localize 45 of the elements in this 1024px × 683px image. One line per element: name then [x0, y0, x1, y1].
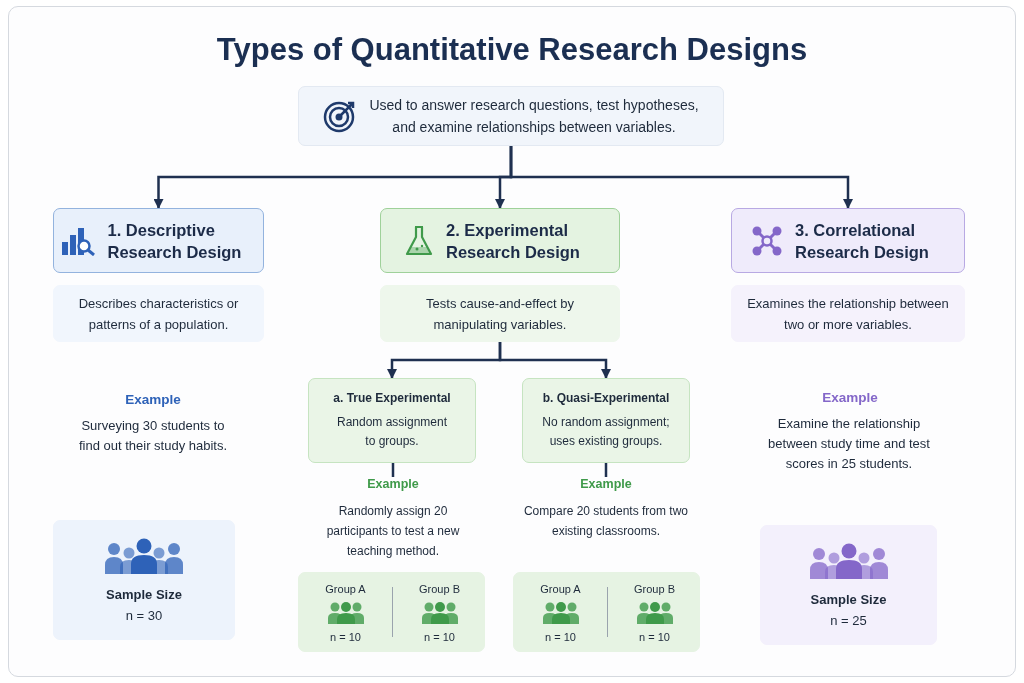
- sample-count: n = 10: [424, 631, 455, 643]
- summary-box: [298, 86, 724, 146]
- heading-text: 1. Descriptive Research Design: [107, 219, 243, 263]
- example-text: Compare 20 students from two existing classrooms.: [522, 503, 690, 540]
- connector-line: [509, 146, 853, 209]
- example-heading: Example: [821, 389, 879, 407]
- subtype-heading: a. True Experimental: [333, 390, 451, 405]
- example-heading: Example: [367, 477, 419, 491]
- description-text: Used to answer research questions, test hypotheses, and examine relationships between variables.: [369, 96, 699, 137]
- group-label: Group B: [419, 583, 460, 595]
- example-heading: Example: [124, 391, 182, 409]
- sample-size-card: [53, 520, 235, 640]
- sample-count: n = 25: [830, 613, 867, 628]
- description-text: Describes characteristics or patterns of a population.: [77, 294, 240, 334]
- description-text: Examines the relationship between two or more variables.: [746, 294, 950, 334]
- sample-count: n = 10: [330, 631, 361, 643]
- description-text: Random assignment to groups.: [335, 413, 449, 450]
- group-label: Group A: [325, 583, 366, 595]
- sample-count: n = 10: [545, 631, 576, 643]
- subtype-box: [522, 378, 690, 463]
- sample-size-card: [760, 525, 937, 645]
- subtype-box: [308, 378, 476, 463]
- heading-text: 3. Correlational Research Design: [795, 219, 930, 263]
- sample-size-label: Sample Size: [810, 592, 887, 607]
- category-box: [731, 208, 965, 273]
- description-text: No random assignment; uses existing groups.: [541, 413, 671, 450]
- heading-text: 2. Experimental Research Design: [446, 219, 581, 263]
- sample-count: n = 30: [125, 608, 163, 623]
- example-text: Examine the relationship between study time and test scores in 25 students.: [767, 415, 931, 473]
- category-box: [53, 208, 264, 273]
- group-panel: [298, 572, 485, 652]
- sample-size-label: Sample Size: [106, 587, 182, 602]
- sample-count: n = 10: [639, 631, 670, 643]
- group-label: Group B: [634, 583, 675, 595]
- subtype-heading: b. Quasi-Experimental: [542, 390, 670, 405]
- category-box: [380, 208, 620, 273]
- example-text: Surveying 30 students to find out their study habits.: [77, 417, 229, 455]
- description-text: Tests cause-and-effect by manipulating variables.: [425, 294, 575, 334]
- connector-line: [498, 342, 611, 379]
- description-box: [380, 285, 620, 342]
- example-text: Randomly assign 20 participants to test a new teaching method.: [325, 503, 461, 560]
- example-heading: Example: [580, 477, 632, 491]
- title: Types of Quantitative Research Designs: [215, 32, 809, 68]
- group-panel: [513, 572, 700, 652]
- group-label: Group A: [540, 583, 581, 595]
